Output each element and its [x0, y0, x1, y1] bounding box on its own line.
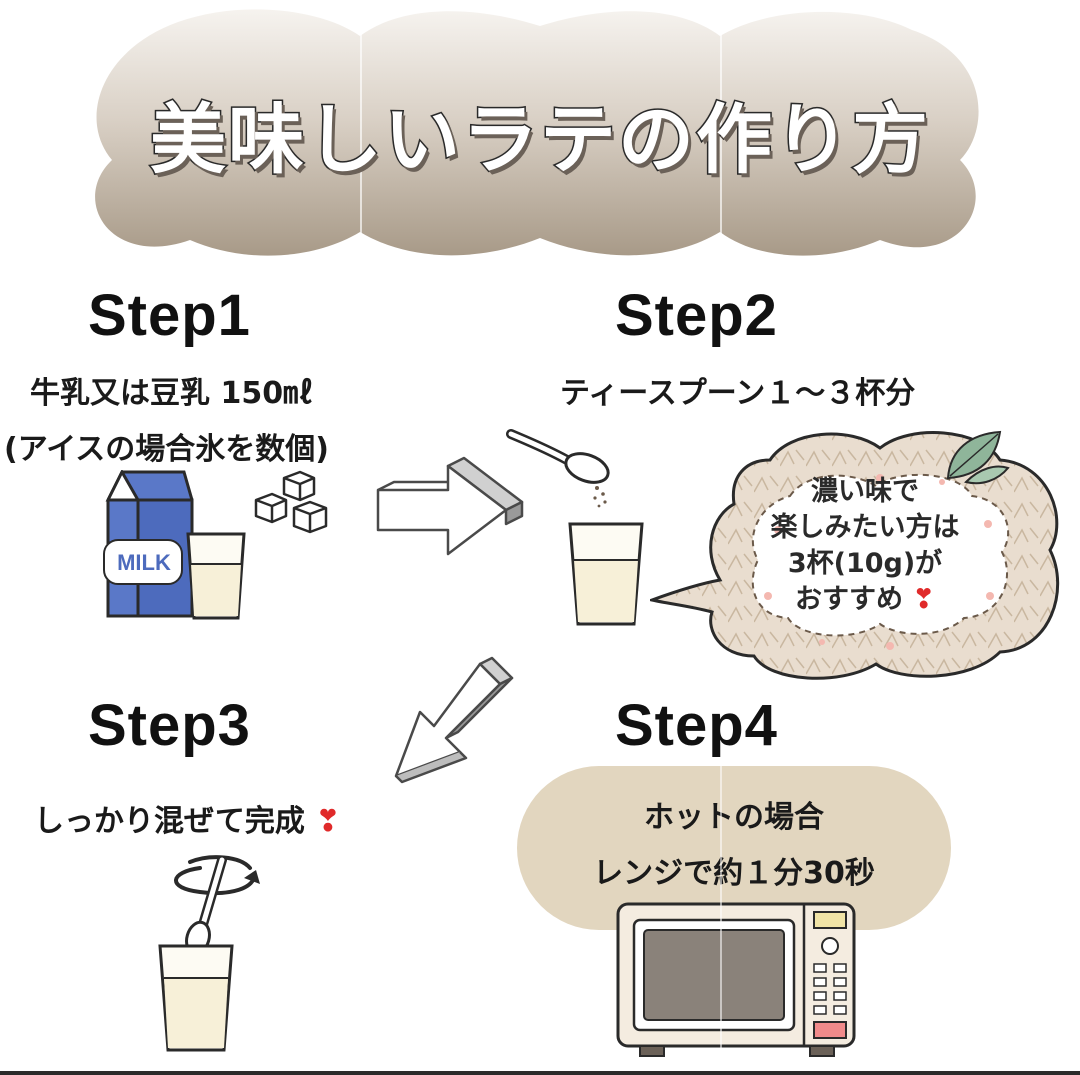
leaf-icon — [946, 430, 1010, 485]
heart-icon: ❣ — [912, 584, 936, 615]
step4-line1: ホットの場合 — [644, 800, 824, 835]
heart-icon: ❣ — [315, 804, 341, 839]
step2-title: Step2 — [615, 283, 778, 348]
glass-of-milk-icon — [186, 532, 246, 620]
glass-of-milk-icon — [568, 522, 644, 626]
arrow-right-icon — [376, 456, 524, 556]
spoon-icon — [185, 856, 227, 956]
header-banner — [95, 9, 979, 256]
step4-title: Step4 — [615, 693, 778, 758]
bubble-line: 楽しみたい方は — [770, 512, 960, 543]
speech-bubble — [650, 431, 1060, 680]
step1-line1: 牛乳又は豆乳 150㎖ — [30, 376, 314, 411]
glass-of-milk-icon — [158, 944, 234, 1052]
milk-carton-icon — [103, 470, 194, 618]
step4-line2: レンジで約１分30秒 — [593, 856, 875, 891]
step4-text: ホットの場合 レンジで約１分30秒 — [517, 790, 951, 902]
microwave-icon — [616, 902, 856, 1057]
bottom-rule — [0, 1071, 1080, 1075]
spoon-icon — [506, 429, 610, 508]
step3-title: Step3 — [88, 693, 251, 758]
divider-line — [720, 20, 722, 250]
divider-line — [360, 20, 362, 250]
bubble-text: 濃い味で 楽しみたい方は 3杯(10g)が おすすめ ❣ — [720, 474, 1010, 618]
divider-line — [720, 766, 722, 1056]
bubble-line: 濃い味で — [811, 476, 919, 507]
step1-line2: (アイスの場合氷を数個) — [4, 432, 330, 467]
step3-line1-text: しっかり混ぜて完成 — [34, 804, 305, 839]
arrow-down-left-icon — [394, 656, 514, 784]
bubble-line: おすすめ ❣ — [720, 582, 1010, 618]
step3-line1: しっかり混ぜて完成 ❣ — [34, 796, 341, 840]
step1-title: Step1 — [88, 283, 251, 348]
milk-label: MILK — [117, 550, 171, 575]
step2-line1: ティースプーン１〜３杯分 — [560, 376, 916, 411]
ice-cubes-icon — [254, 470, 328, 534]
page-title: 美味しいラテの作り方 — [149, 94, 930, 186]
bubble-line-text: おすすめ — [794, 584, 903, 615]
bubble-line: 3杯(10g)が — [787, 548, 943, 579]
